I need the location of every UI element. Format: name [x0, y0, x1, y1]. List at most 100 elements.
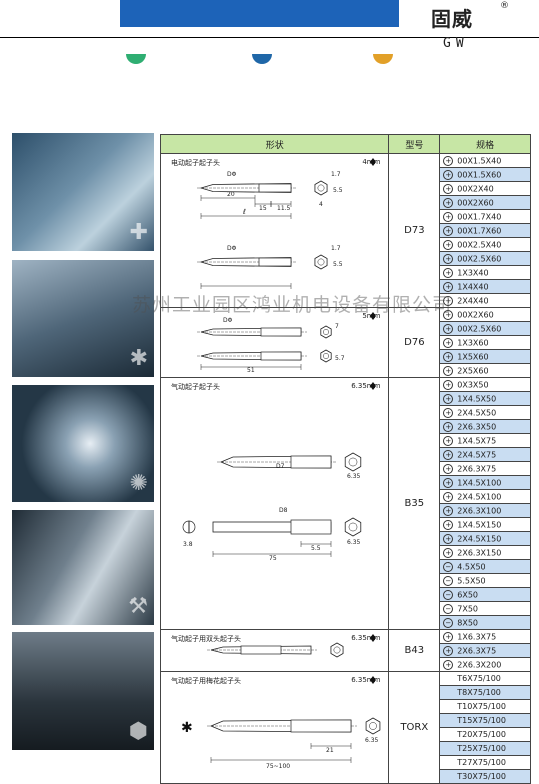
end-view-circle — [323, 353, 329, 359]
bit-shank — [290, 455, 332, 469]
header-model: 型号 — [388, 134, 441, 154]
torx-icon: ✱ — [129, 346, 148, 371]
spec-cell: +00X2.5X40 — [439, 237, 531, 252]
spec-value: 00X2X60 — [457, 310, 494, 319]
shape-cell-d76: 5mmDΦ5175.7 — [159, 307, 390, 378]
dimension-label: 1.7 — [331, 171, 341, 178]
torx-star-icon: ✱ — [181, 720, 193, 736]
dimension-label: 51 — [247, 367, 255, 373]
table-row: +1X4.5X100 — [161, 475, 531, 490]
phillips-icon: + — [443, 239, 454, 250]
phillips-icon: + — [443, 547, 454, 558]
drawing-area: 5mmDΦ5175.7 — [161, 308, 388, 373]
spec-value: T10X75/100 — [457, 702, 506, 711]
phillips-icon: + — [443, 491, 454, 502]
phillips-icon: + — [443, 169, 454, 180]
model-cell: TORX — [388, 671, 441, 784]
spec-cell: +1X3X60 — [439, 335, 531, 350]
bit-title: 气动起子起子头 — [171, 383, 220, 391]
table-row: +2X5X60 — [161, 363, 531, 378]
dimension-label: 5.5 — [333, 261, 343, 268]
end-view-circle — [348, 522, 358, 532]
phillips-icon: + — [443, 323, 454, 334]
spec-value: 2X6.3X75 — [457, 464, 497, 473]
spec-cell: +1X5X60 — [439, 349, 531, 364]
slotted-icon: − — [443, 603, 454, 614]
table-row: +1X4.5X50 — [161, 391, 531, 406]
screw-icon: ✚ — [129, 220, 148, 245]
table-row: −6X50 — [161, 587, 531, 602]
bit-shank — [260, 351, 302, 361]
dimension-label: D8 — [279, 507, 288, 514]
table-row: +1X5X60 — [161, 349, 531, 364]
table-row: +1X4.5X150 — [161, 517, 531, 532]
phillips-icon: + — [443, 505, 454, 516]
spec-value: T25X75/100 — [457, 744, 506, 753]
spec-cell: T25X75/100 — [439, 741, 531, 756]
hex-drive-mark — [370, 158, 376, 166]
spec-value: 1X3X60 — [457, 338, 489, 347]
spec-cell: +2X4.5X50 — [439, 405, 531, 420]
end-view-circle — [333, 646, 341, 654]
dimension-label: 5.5 — [333, 187, 343, 194]
spec-cell: +1X4.5X150 — [439, 517, 531, 532]
end-view-circle — [317, 258, 325, 266]
spec-value: T27X75/100 — [457, 758, 506, 767]
spec-value: 2X6.3X50 — [457, 422, 497, 431]
hex-end-view — [365, 717, 381, 735]
hex-drive-mark — [370, 312, 376, 320]
spec-cell: −5.5X50 — [439, 573, 531, 588]
model-cell: D73 — [388, 153, 441, 308]
phillips-icon: + — [443, 421, 454, 432]
phillips-icon: + — [443, 197, 454, 208]
bit-shank — [258, 183, 292, 193]
phillips-icon: + — [443, 295, 454, 306]
spec-value: T30X75/100 — [457, 772, 506, 781]
spec-cell: T15X75/100 — [439, 713, 531, 728]
hex-end-view — [330, 642, 344, 658]
phillips-icon: + — [443, 407, 454, 418]
phillips-icon: + — [443, 309, 454, 320]
end-view-circle — [348, 457, 358, 467]
hex-end-view — [344, 517, 362, 537]
bit-shank — [260, 327, 302, 337]
dimension-label: 6.35 — [347, 473, 361, 480]
spec-value: 0X3X50 — [457, 380, 489, 389]
spec-cell: −4.5X50 — [439, 559, 531, 574]
slotted-icon: − — [443, 617, 454, 628]
phillips-icon: + — [443, 463, 454, 474]
spec-cell: +1X4.5X100 — [439, 475, 531, 490]
dimension-label: DΦ — [227, 171, 237, 178]
hex-end-view — [344, 452, 362, 472]
spec-cell: +00X1.7X60 — [439, 223, 531, 238]
model-cell: B43 — [388, 629, 441, 672]
brand-logo-en: GW — [443, 36, 469, 51]
slotted-icon: − — [443, 561, 454, 572]
dimension-label: D7 — [276, 463, 285, 470]
phillips-icon: + — [443, 253, 454, 264]
bit-shank — [290, 519, 332, 535]
dimension-label: DΦ — [227, 245, 237, 252]
spec-value: 2X5X60 — [457, 366, 489, 375]
bit-drawing — [207, 634, 376, 658]
spec-cell: +1X4.5X75 — [439, 433, 531, 448]
table-row: +2X6.3X75 — [161, 461, 531, 476]
decor-dot-mask — [110, 38, 410, 54]
spec-value: 00X2.5X40 — [457, 240, 502, 249]
spec-cell: T30X75/100 — [439, 769, 531, 784]
header-spec: 规格 — [439, 134, 531, 154]
model-cell: B35 — [388, 377, 441, 630]
bit-shank — [240, 645, 282, 655]
bit-shank — [258, 257, 292, 267]
phillips-icon: + — [443, 435, 454, 446]
spec-value: 00X1.7X40 — [457, 212, 502, 221]
dimension-label: 1.7 — [331, 245, 341, 252]
spec-value: 1X5X60 — [457, 352, 489, 361]
phillips-icon: + — [443, 365, 454, 376]
